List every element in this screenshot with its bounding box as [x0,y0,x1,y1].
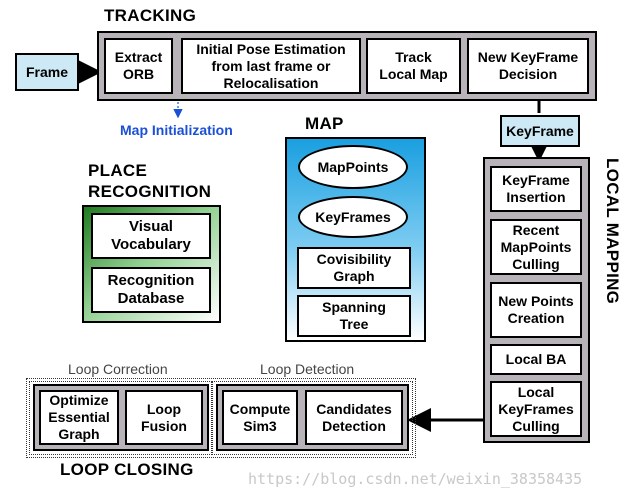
map-title: MAP [305,114,344,133]
track-local-map-box: Track Local Map [366,38,461,94]
new-keyframe-decision-box: New KeyFrame Decision [467,38,589,94]
loop-correction-dotted [29,381,212,455]
compute-sim3-box: Compute Sim3 [222,390,298,445]
frame-box: Frame [15,53,79,91]
tracking-title: TRACKING [104,6,197,25]
loop-detection-label: Loop Detection [260,361,355,377]
local-keyframes-culling-box: Local KeyFrames Culling [490,381,582,437]
keyframe-tag: KeyFrame [500,115,580,147]
local-mapping-title-wrap: LOCAL MAPPING [594,158,624,318]
keyframe-insertion-box: KeyFrame Insertion [490,166,582,212]
recognition-database-box: Recognition Database [91,267,211,313]
visual-vocabulary-box: Visual Vocabulary [91,213,211,259]
recent-mappoints-culling-box: Recent MapPoints Culling [490,219,582,275]
loop-closing-title: LOOP CLOSING [60,460,194,479]
loop-detection-dotted [212,381,413,455]
mappoints-ellipse: MapPoints [298,145,408,189]
loop-closing-outer-dotted [26,378,416,458]
local-ba-box: Local BA [490,344,582,375]
optimize-essential-graph-box: Optimize Essential Graph [39,390,119,445]
local-mapping-title: LOCAL MAPPING [603,158,622,305]
candidates-detection-box: Candidates Detection [305,390,403,445]
map-initialization-label: Map Initialization [120,122,233,138]
covisibility-graph-box: Covisibility Graph [297,247,411,289]
loop-fusion-box: Loop Fusion [125,390,203,445]
loop-correction-label: Loop Correction [68,361,168,377]
new-points-creation-box: New Points Creation [490,282,582,338]
keyframes-ellipse: KeyFrames [298,196,408,238]
watermark-text: https://blog.csdn.net/weixin_38358435 [248,470,583,488]
extract-orb-box: Extract ORB [104,38,173,94]
spanning-tree-box: Spanning Tree [297,295,411,337]
place-recognition-title: PLACE RECOGNITION [88,161,212,201]
initial-pose-box: Initial Pose Estimation from last frame … [181,38,361,94]
